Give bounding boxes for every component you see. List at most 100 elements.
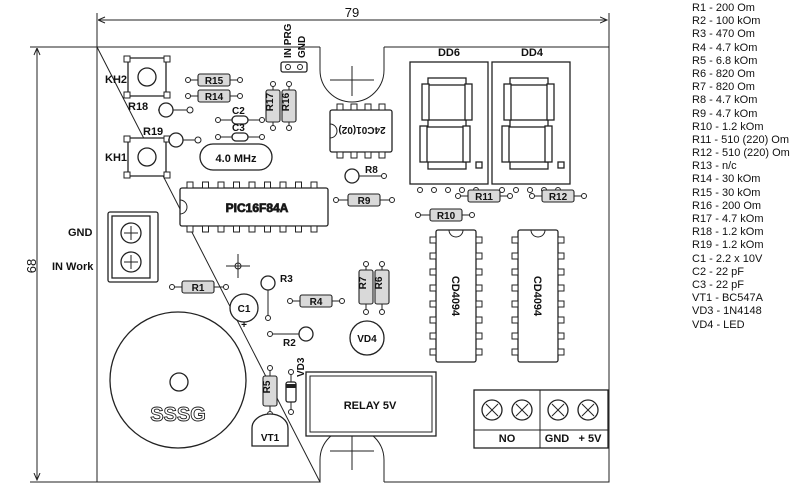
resistor-r4: R4 bbox=[287, 294, 345, 308]
label-r2: R2 bbox=[283, 338, 296, 349]
chip-pin bbox=[511, 332, 519, 340]
height-label: 68 bbox=[24, 259, 39, 273]
segment bbox=[462, 125, 471, 163]
chip-eeprom: 24C01(02) bbox=[329, 103, 393, 159]
parts-list-item: C2 - 22 pF bbox=[692, 265, 744, 278]
parts-list-item: R18 - 1.2 kOm bbox=[692, 226, 764, 239]
screw-slot bbox=[515, 403, 529, 417]
chip-pin bbox=[378, 103, 386, 111]
chip-pin bbox=[475, 284, 483, 292]
resistor-r6: R6 bbox=[374, 261, 390, 315]
chip-mcu: PIC16F84A bbox=[179, 181, 329, 233]
label-dd4: DD4 bbox=[521, 47, 544, 59]
segment bbox=[419, 125, 428, 163]
segment-dp bbox=[475, 161, 483, 169]
label-vd3: VD3 bbox=[296, 357, 307, 377]
label-r9: R9 bbox=[358, 196, 371, 207]
label-plus-5v: + 5V bbox=[579, 433, 603, 445]
label-r12: R12 bbox=[549, 192, 568, 203]
chip-pin bbox=[202, 225, 209, 233]
chip-pin bbox=[511, 252, 519, 260]
chip-pin bbox=[557, 284, 565, 292]
label-r4: R4 bbox=[310, 297, 323, 308]
display-pin bbox=[431, 187, 437, 193]
chip-pin bbox=[310, 225, 318, 233]
chip-pin bbox=[279, 225, 287, 233]
label-r5: R5 bbox=[262, 380, 273, 393]
parts-list-item: R10 - 1.2 kOm bbox=[692, 120, 764, 133]
segment-dp bbox=[557, 161, 565, 169]
parts-list-item: R7 - 820 Om bbox=[692, 81, 755, 94]
capacitor-c2 bbox=[215, 115, 265, 125]
parts-list-item: VD4 - LED bbox=[692, 318, 745, 331]
width-label: 79 bbox=[345, 5, 359, 20]
label-r6: R6 bbox=[374, 276, 385, 289]
chip-pin bbox=[557, 268, 565, 276]
parts-list-item: R15 - 30 kOm bbox=[692, 186, 761, 199]
label-r1: R1 bbox=[192, 283, 205, 294]
parts-list-item: VT1 - BC547A bbox=[692, 292, 763, 305]
parts-list-item: R14 - 30 kOm bbox=[692, 173, 761, 186]
label-vt1: VT1 bbox=[261, 433, 280, 444]
prog-header bbox=[280, 61, 308, 73]
resistor-r17: R17 bbox=[265, 81, 281, 131]
chip-pin bbox=[310, 181, 318, 189]
led-vd4: VD4 bbox=[349, 320, 385, 356]
crosshair-mark bbox=[226, 254, 250, 278]
display-pin bbox=[527, 187, 533, 193]
display-dd4 bbox=[491, 61, 571, 193]
resistor-r2 bbox=[267, 326, 314, 342]
cd4094-1-label: CD4094 bbox=[449, 276, 461, 317]
chip-pin bbox=[557, 348, 565, 356]
chip-pin bbox=[511, 316, 519, 324]
segment bbox=[509, 161, 549, 170]
chip-pin bbox=[378, 151, 386, 159]
parts-list-item: R12 - 510 (220) Om bbox=[692, 147, 790, 160]
mcu-label: PIC16F84A bbox=[226, 201, 289, 215]
chip-pin bbox=[557, 236, 565, 244]
chip-pin bbox=[557, 252, 565, 260]
height-dimension: 68 bbox=[24, 46, 97, 483]
chip-pin bbox=[364, 103, 372, 111]
label-r10: R10 bbox=[437, 211, 456, 222]
display-pin bbox=[417, 187, 423, 193]
parts-list-item: R2 - 100 kOm bbox=[692, 15, 761, 28]
chip-pin bbox=[248, 181, 256, 189]
terminal-input bbox=[107, 211, 159, 283]
label-gnd-bottom: GND bbox=[545, 433, 570, 445]
segment bbox=[421, 83, 430, 121]
chip-pin bbox=[233, 225, 240, 233]
chip-pin bbox=[186, 181, 194, 189]
chip-pin bbox=[511, 268, 519, 276]
parts-list-item: R13 - n/c bbox=[692, 160, 737, 173]
label-in-prg: IN PRG bbox=[283, 23, 294, 58]
display-pin bbox=[445, 187, 451, 193]
segment bbox=[509, 119, 549, 128]
screw-slot bbox=[581, 403, 595, 417]
label-r14: R14 bbox=[205, 92, 224, 103]
parts-list-item: R6 - 820 Om bbox=[692, 67, 755, 80]
buzzer-label: SSSG bbox=[150, 404, 206, 426]
label-r16: R16 bbox=[281, 92, 292, 111]
parts-list-item: VD3 - 1N4148 bbox=[692, 305, 762, 318]
resistor-r1: R1 bbox=[169, 280, 229, 294]
chip-pin bbox=[336, 151, 344, 159]
label-c3: C3 bbox=[232, 123, 245, 134]
parts-list-item: R4 - 4.7 kOm bbox=[692, 41, 758, 54]
capacitor-c1: C1 + bbox=[229, 293, 259, 331]
chip-pin bbox=[511, 284, 519, 292]
chip-pin bbox=[475, 348, 483, 356]
label-r18: R18 bbox=[128, 101, 148, 113]
label-r7: R7 bbox=[358, 276, 369, 289]
chip-pin bbox=[429, 348, 437, 356]
resistor-r16: R16 bbox=[281, 81, 297, 131]
resistor-r18 bbox=[158, 102, 194, 118]
chip-pin bbox=[557, 300, 565, 308]
chip-pin bbox=[429, 236, 437, 244]
display-pin bbox=[459, 187, 465, 193]
label-dd6: DD6 bbox=[438, 47, 460, 59]
chip-pin bbox=[475, 300, 483, 308]
relay: RELAY 5V bbox=[305, 371, 437, 437]
chip-pin bbox=[475, 316, 483, 324]
parts-list-item: C1 - 2.2 x 10V bbox=[692, 252, 763, 265]
